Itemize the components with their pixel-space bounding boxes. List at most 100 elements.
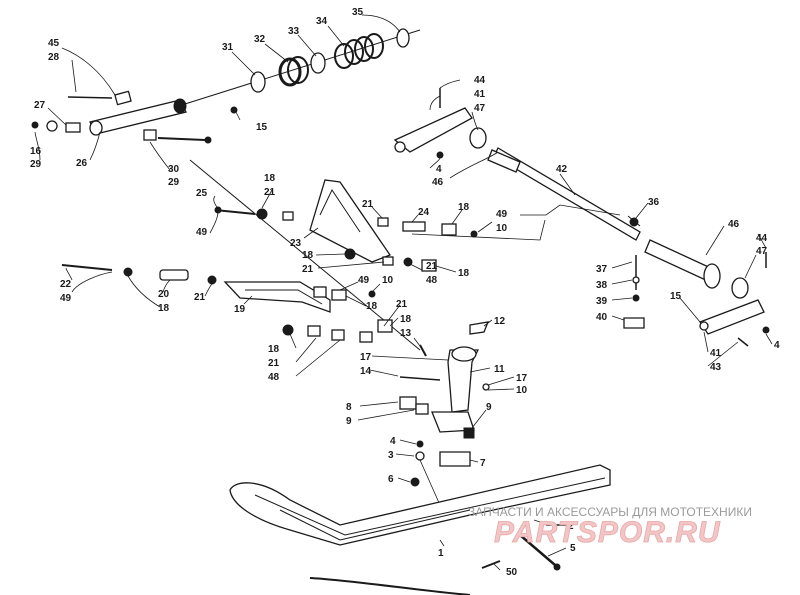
callout-30: 30 (168, 164, 180, 175)
bushing-21 (377, 217, 389, 227)
sleeve-20 (159, 269, 189, 281)
bushing-47-upper (469, 127, 487, 149)
tie-rod-assembly (393, 88, 770, 347)
bolt-5 (519, 534, 556, 566)
clip-40 (623, 317, 645, 329)
callout-49: 49 (60, 293, 72, 304)
washer-26 (46, 120, 58, 132)
callout-4: 4 (390, 436, 396, 447)
bushing-28 (114, 90, 132, 106)
bolt-14 (399, 376, 441, 381)
callout-18: 18 (366, 301, 378, 312)
callout-5: 5 (570, 543, 576, 554)
nut-4-right (762, 326, 770, 334)
nut-6 (410, 477, 420, 487)
callout-26: 26 (76, 158, 88, 169)
washer-3 (415, 451, 425, 461)
ring-33 (310, 52, 326, 74)
nut-49-right (470, 230, 478, 238)
callout-38: 38 (596, 280, 608, 291)
callout-39: 39 (596, 296, 608, 307)
callout-46: 46 (728, 219, 740, 230)
callout-49: 49 (358, 275, 370, 286)
clip-50 (481, 560, 501, 569)
callout-21: 21 (362, 199, 374, 210)
bushing-21-left (207, 275, 217, 285)
callout-18: 18 (158, 303, 170, 314)
bolt-22 (61, 264, 113, 271)
spring-retainer-35 (396, 28, 410, 48)
callout-15: 15 (256, 122, 268, 133)
callout-44: 44 (474, 75, 486, 86)
callout-3: 3 (388, 450, 394, 461)
callout-18: 18 (458, 268, 470, 279)
callout-21: 21 (194, 292, 206, 303)
bushing-18-mid (421, 259, 437, 272)
callout-2: 2 (568, 521, 574, 532)
nut-15-upper (230, 106, 238, 114)
callout-10: 10 (382, 275, 394, 286)
bushing-18-spindle (377, 319, 393, 333)
callout-48: 48 (268, 372, 280, 383)
callout-10: 10 (516, 385, 528, 396)
callout-41: 41 (710, 348, 722, 359)
callout-31: 31 (222, 42, 234, 53)
bolt-30 (157, 137, 206, 141)
callout-40: 40 (596, 312, 608, 323)
callout-14: 14 (360, 366, 372, 377)
callout-4: 4 (436, 164, 442, 175)
steering-arm-41-lower (699, 299, 765, 335)
callout-19: 19 (234, 304, 246, 315)
callout-42: 42 (556, 164, 568, 175)
callout-18: 18 (264, 173, 276, 184)
bushing-47-lower (731, 277, 749, 299)
callout-29: 29 (30, 159, 42, 170)
sleeve-24 (402, 221, 426, 232)
callout-29: 29 (168, 177, 180, 188)
spacer-21-upper (282, 211, 294, 221)
callout-15: 15 (670, 291, 682, 302)
callout-21: 21 (264, 187, 276, 198)
grease-fitting-13 (419, 344, 427, 357)
bushing-29 (143, 129, 157, 141)
callout-28: 28 (48, 52, 60, 63)
callout-34: 34 (316, 16, 328, 27)
callout-12: 12 (494, 316, 506, 327)
callout-24: 24 (418, 207, 430, 218)
callout-23: 23 (290, 238, 302, 249)
spindle-arm-12 (469, 321, 490, 335)
callout-18: 18 (458, 202, 470, 213)
wear-bar-50 (309, 577, 471, 595)
callout-9: 9 (486, 402, 492, 413)
callout-22: 22 (60, 279, 72, 290)
callout-4: 4 (774, 340, 780, 351)
spacer-21-lower (313, 286, 327, 298)
callout-10: 10 (496, 223, 508, 234)
spring-32 (278, 57, 302, 87)
callout-1: 1 (438, 548, 444, 559)
spring-34-a (334, 43, 354, 69)
callout-46: 46 (432, 177, 444, 188)
callout-44: 44 (756, 233, 768, 244)
bushing-18-lower (331, 289, 347, 301)
ski-saddle-7 (439, 451, 471, 467)
bolt-43 (737, 337, 749, 347)
leader-lines (34, 14, 773, 571)
steering-arm-41-upper (393, 107, 473, 153)
callout-8: 8 (346, 402, 352, 413)
bushing-18-upper (256, 208, 268, 220)
callout-11: 11 (494, 364, 505, 375)
callout-35: 35 (352, 7, 364, 18)
nut-4-ski (416, 440, 424, 448)
spring-seat-31 (250, 71, 266, 93)
lower-arm-assembly (61, 264, 427, 357)
callout-48: 48 (426, 275, 438, 286)
shock-absorber-assembly (31, 28, 421, 351)
callout-27: 27 (34, 100, 46, 111)
shock-absorber-body (89, 99, 187, 135)
callout-47: 47 (756, 246, 768, 257)
nut-10-mid (368, 290, 376, 298)
callout-16: 16 (30, 146, 42, 157)
callout-6: 6 (388, 474, 394, 485)
